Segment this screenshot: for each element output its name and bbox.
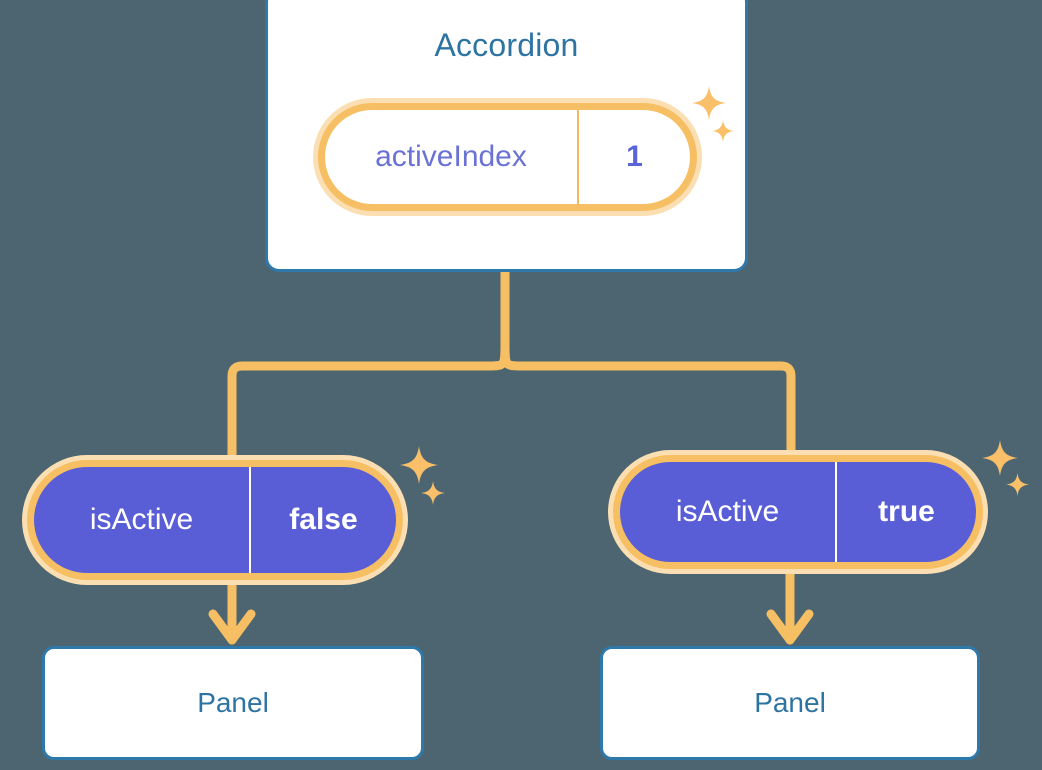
state-pill-value: 1 bbox=[626, 140, 643, 173]
panel-label: Panel bbox=[754, 687, 826, 718]
state-pill-key: isActive bbox=[620, 462, 837, 562]
state-pill-key: activeIndex bbox=[325, 110, 579, 204]
state-pill-value: false bbox=[289, 503, 358, 536]
state-pill-value: true bbox=[878, 495, 935, 528]
connector-to-right-child bbox=[500, 340, 796, 460]
state-pill-body: activeIndex 1 bbox=[325, 110, 690, 204]
arrow-head-right-icon bbox=[766, 609, 814, 645]
state-pill-active-index[interactable]: activeIndex 1 bbox=[313, 98, 702, 216]
connector-to-left-child bbox=[227, 340, 510, 460]
state-pill-ring: activeIndex 1 bbox=[318, 103, 697, 211]
state-pill-is-active-true[interactable]: isActive true bbox=[608, 450, 988, 574]
state-pill-key: isActive bbox=[34, 467, 251, 573]
sparkle-four-point-icon bbox=[400, 446, 438, 484]
sparkle-four-point-small-icon bbox=[1006, 473, 1029, 496]
panel-box-left[interactable]: Panel bbox=[42, 646, 424, 760]
state-pill-is-active-false[interactable]: isActive false bbox=[22, 455, 408, 585]
arrow-head-left-icon bbox=[208, 609, 256, 645]
accordion-card-title: Accordion bbox=[434, 27, 579, 63]
panel-label: Panel bbox=[197, 687, 269, 718]
state-pill-body: isActive false bbox=[34, 467, 396, 573]
state-pill-ring: isActive true bbox=[613, 455, 983, 569]
sparkle-four-point-small-icon bbox=[421, 481, 445, 505]
state-pill-body: isActive true bbox=[620, 462, 976, 562]
panel-box-right[interactable]: Panel bbox=[600, 646, 980, 760]
sparkle-four-point-icon bbox=[982, 440, 1018, 476]
state-pill-ring: isActive false bbox=[27, 460, 403, 580]
